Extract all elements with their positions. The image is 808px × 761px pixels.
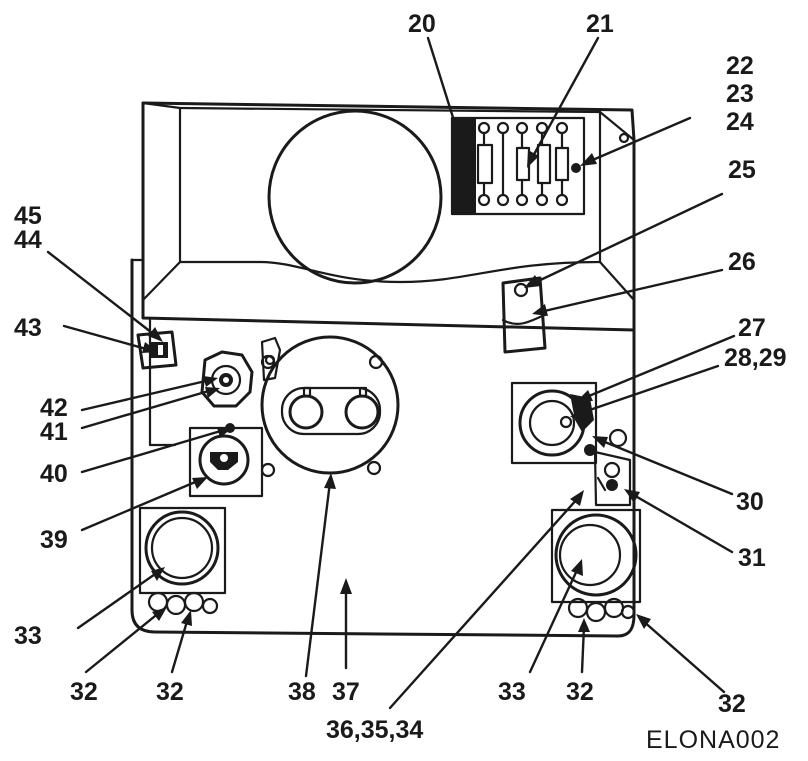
callout-36-35-34: 36,35,34 (326, 716, 423, 744)
callout-44: 44 (14, 226, 42, 254)
callout-32: 32 (718, 690, 746, 718)
control-knob (188, 423, 264, 498)
callout-40: 40 (40, 460, 68, 488)
callout-20: 20 (408, 10, 436, 38)
callout-30: 30 (736, 488, 764, 516)
callout-33-right: 33 (498, 678, 526, 706)
callout-39: 39 (40, 526, 68, 554)
left-lamp-assembly (138, 506, 227, 616)
callout-24: 24 (726, 108, 754, 136)
callout-32: 32 (156, 678, 184, 706)
callout-32: 32 (566, 678, 594, 706)
callout-23: 23 (726, 80, 754, 108)
left-connector (136, 330, 178, 370)
central-meter (260, 335, 400, 478)
selector-switch (200, 336, 282, 408)
callout-28-29: 28,29 (724, 344, 787, 372)
upper-chassis (141, 101, 636, 332)
callout-32: 32 (70, 678, 98, 706)
callout-25: 25 (728, 156, 756, 184)
terminal-board (450, 116, 586, 216)
callout-31: 31 (738, 544, 766, 572)
callout-45: 45 (14, 202, 42, 230)
callout-33-left: 33 (14, 622, 42, 650)
callout-labels: 20 21 22 23 24 25 26 27 28,29 30 31 32 3… (14, 10, 787, 744)
callout-26: 26 (728, 248, 756, 276)
right-dial (510, 381, 628, 465)
callout-41: 41 (40, 418, 68, 446)
lower-chassis (130, 258, 636, 638)
callout-43: 43 (14, 314, 42, 342)
callout-22: 22 (726, 52, 754, 80)
callout-42: 42 (40, 394, 68, 422)
callout-21: 21 (586, 10, 614, 38)
drawing-id: ELONA002 (646, 726, 780, 754)
bracket-assembly (501, 276, 547, 354)
right-lamp-assembly (550, 508, 642, 623)
callout-27: 27 (738, 314, 766, 342)
right-hardware (593, 450, 632, 507)
main-cover-circle (267, 109, 443, 285)
callout-37: 37 (332, 678, 360, 706)
callout-38: 38 (288, 678, 316, 706)
leader-lines (46, 36, 736, 710)
